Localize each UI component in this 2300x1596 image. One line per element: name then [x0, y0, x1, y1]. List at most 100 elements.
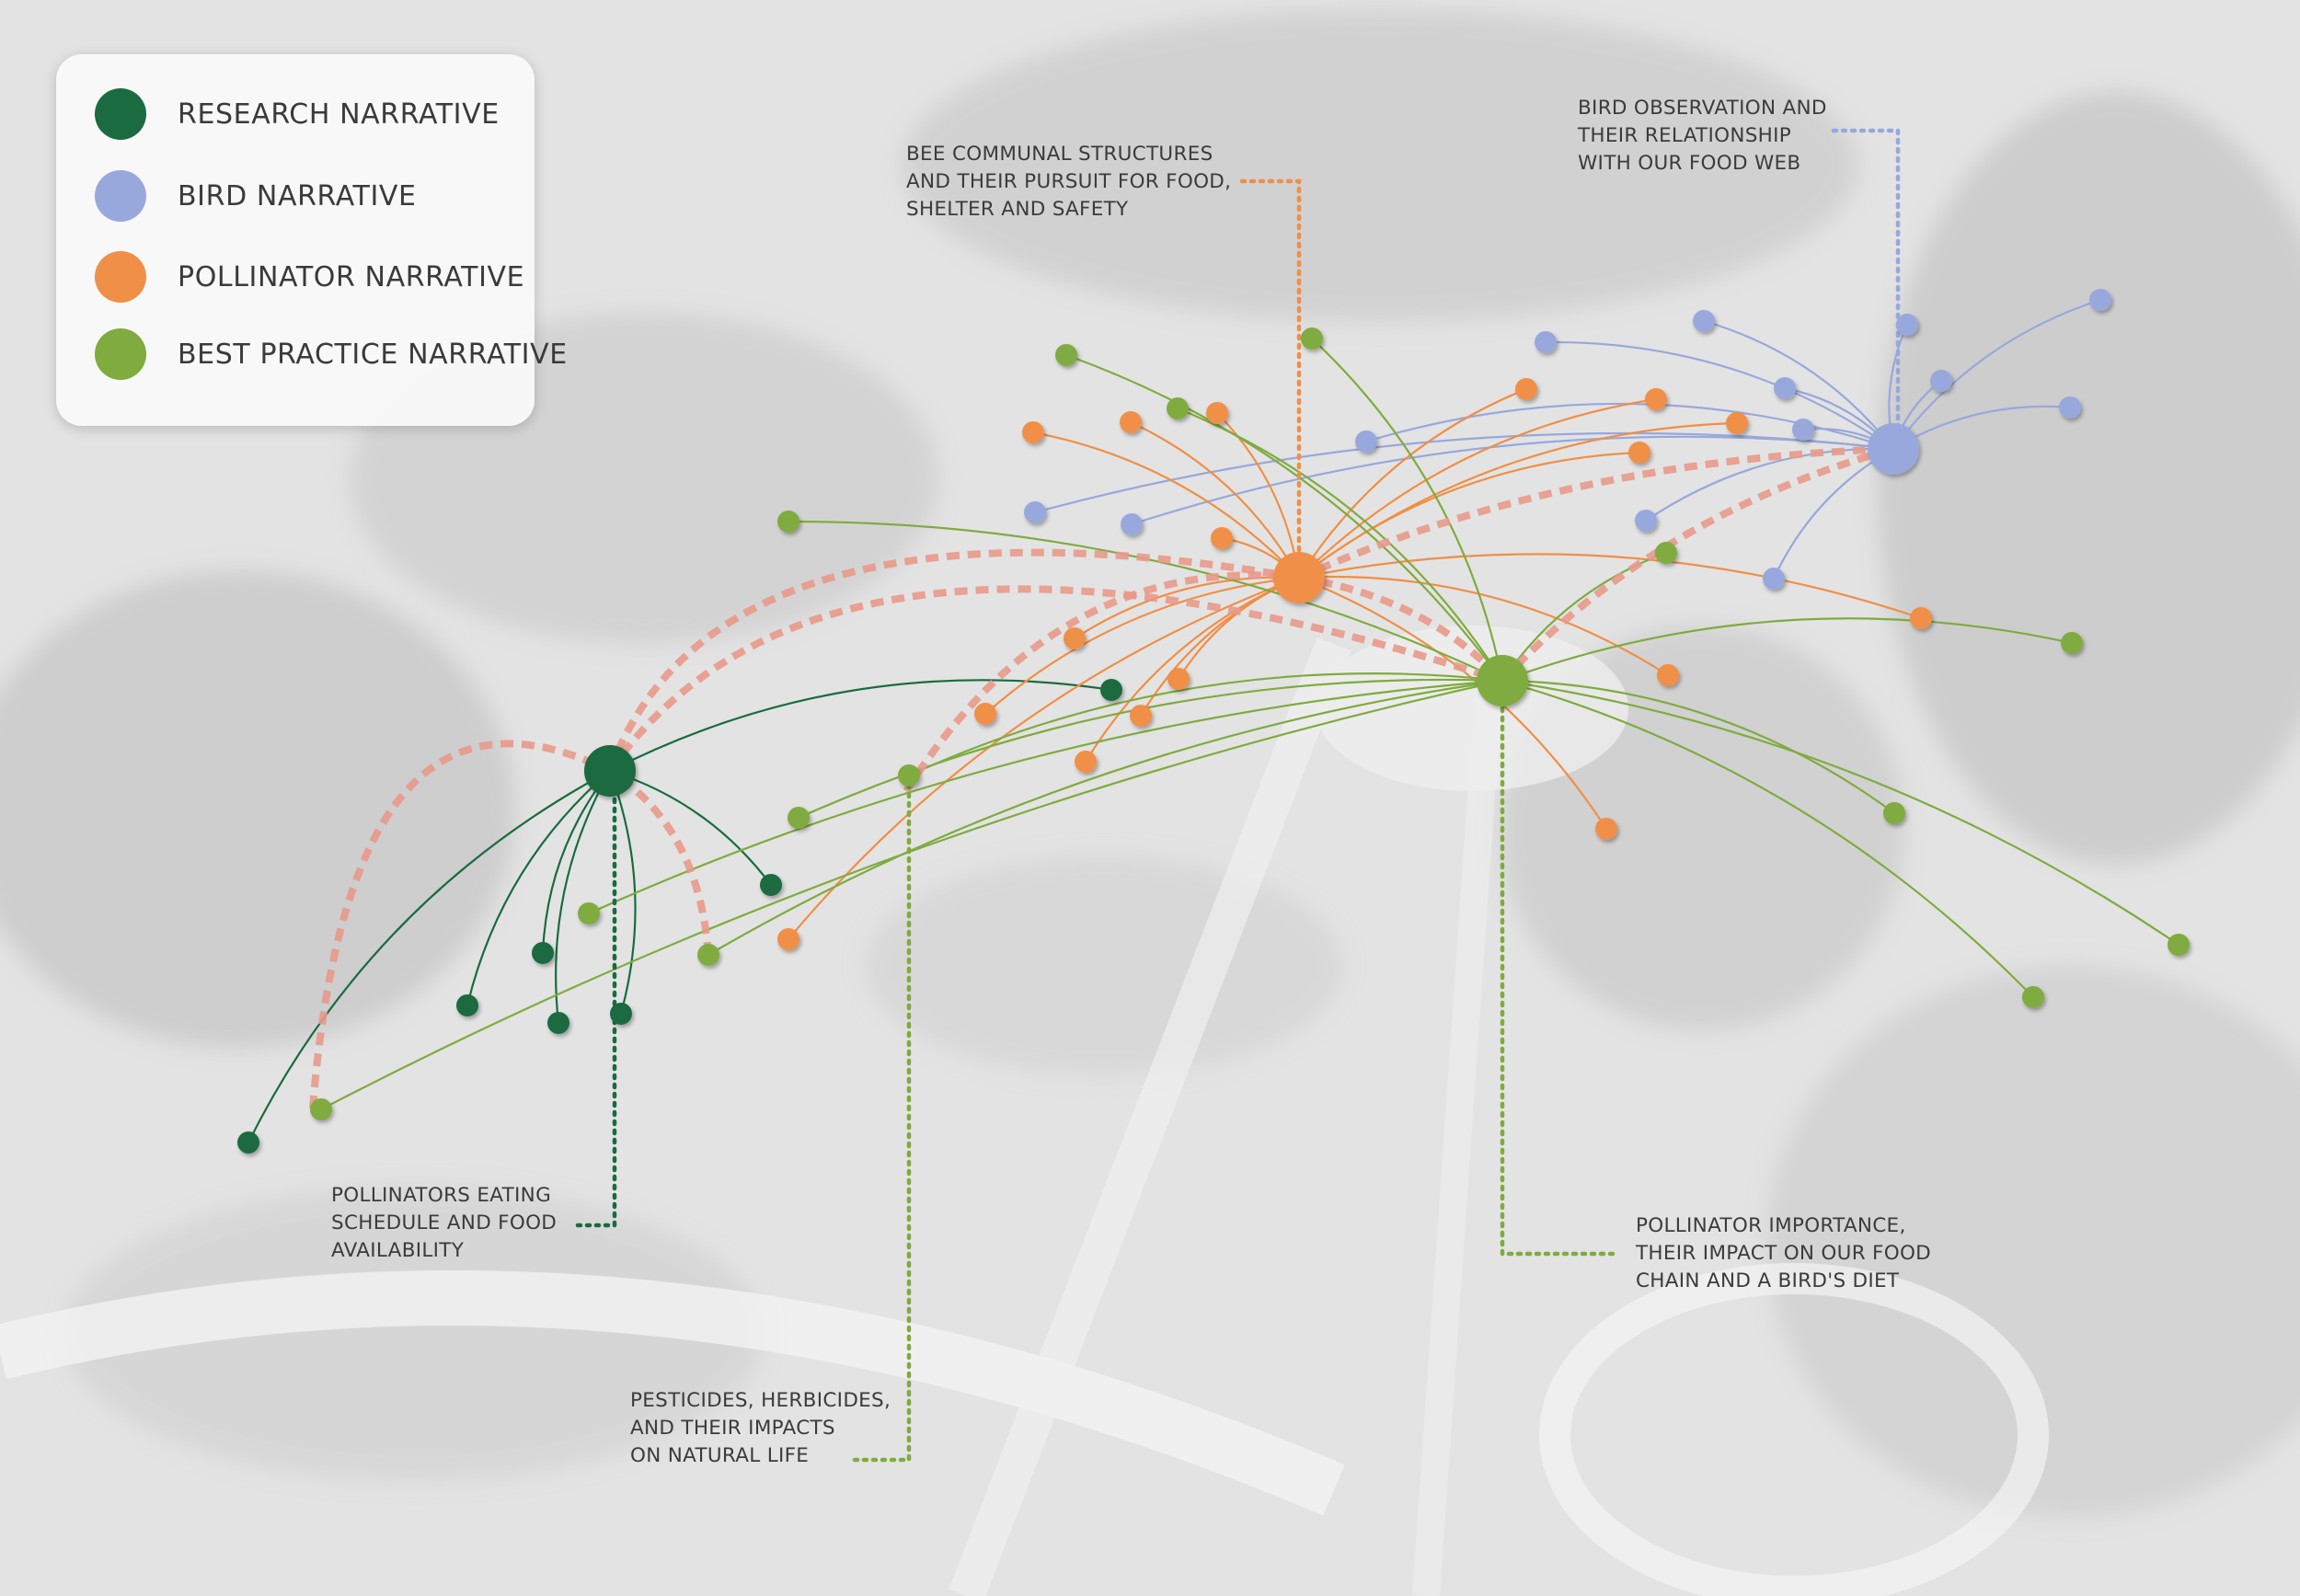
leaf-node-p-25: [1130, 705, 1152, 727]
leaf-node-g-45: [2168, 934, 2190, 956]
connection-line-b-17: [1892, 298, 2101, 450]
leaf-node-p-30: [1515, 378, 1537, 400]
hub-link-arcs: [309, 445, 1895, 1109]
connection-line-p-21: [1130, 421, 1300, 579]
leaf-node-g-50: [310, 1098, 332, 1120]
connection-line-p-31: [1298, 397, 1657, 579]
connection-line-p-33: [1298, 451, 1640, 579]
connection-line-p-27: [984, 576, 1300, 715]
leaf-node-b-10: [1535, 331, 1557, 353]
connection-line-g-46: [1501, 679, 2034, 998]
leaf-node-b-13: [1792, 419, 1814, 441]
hub-link-arc-5: [1297, 445, 1894, 581]
connection-line-g-49: [707, 679, 1503, 956]
leaf-node-g-41: [898, 764, 920, 787]
leaf-node-b-17: [2089, 289, 2111, 311]
annotation-pesticides: PESTICIDES, HERBICIDES, AND THEIR IMPACT…: [630, 1389, 891, 1467]
leaf-node-g-38: [1167, 397, 1189, 419]
leaf-node-b-15: [1930, 370, 1952, 392]
leaf-node-b-18: [1635, 510, 1657, 532]
leaf-node-r-6: [1100, 679, 1122, 701]
connection-line-g-38: [1177, 407, 1503, 682]
annotation-pollinator-importance: POLLINATOR IMPORTANCE, THEIR IMPACT ON O…: [1636, 1214, 1932, 1292]
legend-label-bird: BIRD NARRATIVE: [178, 179, 417, 212]
leaf-node-r-5: [760, 874, 782, 896]
leaf-node-p-23: [1211, 527, 1233, 549]
hub-link-arc-4: [903, 571, 1300, 794]
leaf-node-b-14: [1896, 314, 1918, 336]
leaf-node-p-36: [1595, 818, 1617, 840]
leaf-node-g-37: [1055, 344, 1077, 366]
annotation-bee-communal: BEE COMMUNAL STRUCTURES AND THEIR PURSUI…: [906, 143, 1232, 221]
legend-dot-pollinator: [95, 251, 146, 303]
leaf-node-r-2: [532, 942, 554, 964]
connection-line-p-28: [1085, 576, 1300, 763]
leaf-node-g-47: [788, 807, 810, 829]
leaf-node-r-0: [237, 1131, 259, 1154]
connection-line-b-8: [1131, 435, 1894, 526]
leader-line-4: [851, 773, 912, 1463]
hub-link-arc-7: [1298, 574, 1505, 683]
legend-panel: RESEARCH NARRATIVE BIRD NARRATIVE POLLIN…: [56, 54, 567, 426]
leader-line-2: [575, 768, 617, 1228]
connection-line-r-3: [555, 770, 611, 1024]
connection-line-p-20: [1032, 431, 1300, 579]
hub-link-arc-1: [606, 548, 1300, 773]
legend-label-pollinator: POLLINATOR NARRATIVE: [178, 260, 525, 293]
leader-line-3: [1500, 678, 1622, 1257]
leaf-node-g-44: [1883, 802, 1905, 824]
connection-line-p-29: [788, 576, 1300, 940]
connection-line-g-43: [1501, 617, 2073, 683]
connection-line-p-30: [1298, 387, 1527, 579]
connection-line-r-1: [466, 770, 611, 1006]
leaf-node-p-24: [1064, 627, 1086, 649]
leaf-node-p-31: [1645, 388, 1667, 410]
connection-line-b-11: [1703, 319, 1894, 450]
leaf-node-b-8: [1121, 513, 1143, 535]
legend-dot-bird: [95, 170, 146, 222]
leader-line-1: [1831, 128, 1901, 452]
leaf-node-b-7: [1024, 501, 1046, 523]
connection-line-r-4: [608, 770, 637, 1015]
legend-item-pollinator: POLLINATOR NARRATIVE: [95, 249, 524, 304]
connection-line-g-45: [1501, 679, 2179, 946]
leaf-node-r-3: [547, 1012, 569, 1034]
hub-node-research: [584, 745, 636, 797]
connection-line-b-7: [1034, 431, 1894, 514]
connection-line-g-48: [588, 679, 1503, 915]
connection-line-r-6: [609, 679, 1112, 772]
connection-line-p-24: [1074, 576, 1300, 639]
leader-line-0: [1239, 178, 1302, 580]
hub-node-best-practice: [1477, 655, 1528, 706]
legend-item-research: RESEARCH NARRATIVE: [95, 86, 500, 142]
leaf-node-g-43: [2061, 632, 2083, 654]
connection-line-p-34: [1298, 575, 1669, 676]
leaf-node-p-33: [1628, 442, 1650, 464]
leaf-node-g-49: [697, 944, 719, 966]
leaf-node-b-9: [1355, 431, 1377, 453]
leaf-node-p-28: [1075, 751, 1097, 773]
legend-label-best-practice: BEST PRACTICE NARRATIVE: [178, 338, 568, 371]
connection-line-r-0: [247, 770, 611, 1143]
hub-link-arc-3: [606, 585, 1504, 774]
connection-line-g-44: [1501, 679, 1895, 814]
legend-dot-best-practice: [95, 328, 146, 380]
narrative-nodes: [237, 289, 2190, 1154]
leaf-node-g-39: [1301, 327, 1323, 350]
leaf-node-p-34: [1657, 664, 1679, 686]
connection-lines: [247, 298, 2179, 1143]
leaf-node-p-35: [1910, 607, 1932, 629]
connection-line-b-10: [1545, 340, 1894, 450]
annotation-bird-observation: BIRD OBSERVATION AND THEIR RELATIONSHIP …: [1578, 97, 1827, 175]
connection-line-g-37: [1065, 353, 1503, 682]
leaf-node-p-32: [1726, 412, 1748, 434]
annotation-pollinators-eating: POLLINATORS EATING SCHEDULE AND FOOD AVA…: [331, 1184, 558, 1262]
leaf-node-g-40: [777, 511, 799, 533]
leaf-node-g-46: [2022, 986, 2044, 1008]
annotation-leader-lines: [575, 128, 1901, 1463]
leaf-node-p-29: [777, 928, 799, 950]
legend-dot-research: [95, 88, 146, 140]
connection-line-g-41: [908, 672, 1503, 777]
leaf-node-b-19: [1763, 568, 1785, 590]
hub-node-bird: [1868, 423, 1919, 475]
